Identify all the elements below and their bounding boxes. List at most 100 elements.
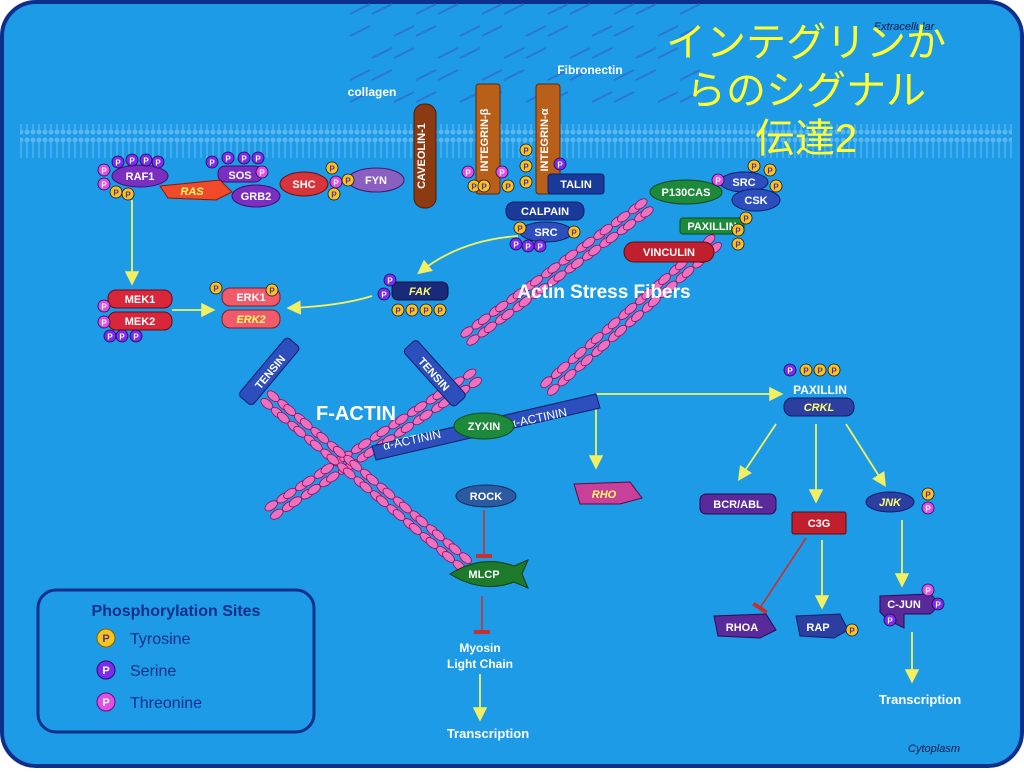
phospho-site-icon [341, 173, 355, 187]
vinculin: VINCULIN [623, 241, 715, 263]
phospho-site-label: P [329, 165, 335, 174]
phospho-site-icon [519, 143, 533, 157]
rhoa: RHOA [713, 613, 777, 639]
ecm-fiber [679, 3, 701, 15]
ecm-fiber [569, 3, 591, 15]
raf1: RAF1 [111, 164, 169, 188]
ecm-fiber [371, 47, 393, 59]
ecm-fiber [415, 91, 437, 103]
phospho-site-icon [921, 583, 935, 597]
svg-text:INTEGRIN-α: INTEGRIN-α [539, 108, 551, 171]
phospho-site-label: P [831, 367, 837, 376]
ecm-fiber [569, 47, 591, 59]
svg-text:Tyrosine: Tyrosine [130, 631, 191, 648]
legend-item-serine: P Serine [96, 660, 176, 680]
phospho-site-icon [931, 597, 945, 611]
svg-text:SRC: SRC [534, 227, 557, 239]
svg-text:BCR/ABL: BCR/ABL [713, 499, 763, 511]
ecm-fiber [459, 25, 481, 37]
phospho-site-label: P [925, 491, 931, 500]
actin-stress-fibers-label: Actin Stress Fibers [517, 282, 690, 303]
phospho-site-icon [97, 315, 111, 329]
phospho-site-icon [495, 165, 509, 179]
phospho-site-label: P [345, 177, 351, 186]
ecm-fiber [459, 47, 481, 59]
phospho-site-label: P [523, 163, 529, 172]
phospho-site-label: P [735, 227, 741, 236]
phospho-site-icon [501, 179, 515, 193]
svg-text:P130CAS: P130CAS [662, 187, 711, 199]
phospho-site-label: P [925, 587, 931, 596]
legend-item-threonine: P Threonine [96, 692, 202, 712]
phospho-site-label: P [255, 155, 261, 164]
ecm-fiber [657, 47, 679, 59]
ecm-fiber [547, 25, 569, 37]
phospho-site-label: P [571, 229, 577, 238]
svg-text:ERK1: ERK1 [236, 292, 265, 304]
ecm-fiber [393, 25, 415, 37]
phospho-site-label: P [751, 163, 757, 172]
c3g: C3G [791, 511, 847, 535]
ecm-fiber [349, 25, 371, 37]
phospho-site-icon [763, 163, 777, 177]
phospho-site-label: P [101, 181, 107, 190]
extracellular-label: Extracellular [874, 21, 936, 33]
phospho-site-label: P [505, 183, 511, 192]
ecm-fiber [415, 25, 437, 37]
cell-membrane [20, 124, 1012, 158]
phospho-site-icon [97, 163, 111, 177]
phospho-site-label: P [817, 367, 823, 376]
phospho-site-icon [129, 329, 143, 343]
ecm-fiber [415, 69, 437, 81]
ecm-fiber [657, 25, 679, 37]
ecm-fiber [371, 3, 393, 15]
svg-text:RAP: RAP [806, 622, 829, 634]
phospho-site-label: P [525, 243, 531, 252]
svg-text:CRKL: CRKL [804, 402, 835, 414]
shc: SHC [279, 171, 329, 197]
phospho-site-icon [97, 177, 111, 191]
phospho-site-label: P [743, 215, 749, 224]
phospho-site-icon [533, 239, 547, 253]
phospho-site-label: P [333, 179, 339, 188]
ecm-fiber [547, 69, 569, 81]
phospho-site-icon [121, 187, 135, 201]
rho: RHO [573, 481, 643, 505]
phospho-site-icon [265, 283, 279, 297]
phospho-site-label: P [787, 367, 793, 376]
svg-text:CALPAIN: CALPAIN [521, 206, 569, 218]
svg-text:MEK1: MEK1 [125, 294, 156, 306]
phospho-site-label: P [767, 167, 773, 176]
ecm-fiber [371, 69, 393, 81]
phospho-site-label: P [557, 161, 563, 170]
phospho-site-label: P [155, 159, 161, 168]
svg-text:CAVEOLIN-1: CAVEOLIN-1 [416, 123, 428, 189]
phospho-site-label: P [887, 617, 893, 626]
phospho-site-icon [151, 155, 165, 169]
f-actin-label: F-ACTIN [316, 403, 396, 425]
phospho-site-label: P [387, 277, 393, 286]
page-title: インテグリンか らのシグナル 伝達2 [666, 21, 946, 161]
phospho-site-label: P [437, 307, 443, 316]
paxillin-right: PAXILLIN [793, 383, 847, 397]
zyxin: ZYXIN [453, 412, 515, 440]
svg-text:PAXILLIN: PAXILLIN [687, 221, 736, 233]
phospho-site-icon [553, 157, 567, 171]
svg-text:PAXILLIN: PAXILLIN [793, 383, 847, 397]
paxillin-top: PAXILLIN [679, 217, 745, 235]
phospho-site-icon [391, 303, 405, 317]
talin: TALIN [547, 173, 605, 195]
svg-text:C3G: C3G [808, 518, 831, 530]
svg-text:RHO: RHO [592, 489, 617, 501]
actin-monomer [459, 552, 472, 564]
phospho-site-label: P [537, 243, 543, 252]
collagen-label: collagen [348, 85, 397, 99]
phospho-site-label: P [499, 169, 505, 178]
ecm-fiber [349, 3, 371, 15]
ecm-fiber [503, 47, 525, 59]
fibronectin-label: Fibronectin [557, 63, 622, 77]
ecm-fiber [481, 3, 503, 15]
actin-monomer [634, 198, 648, 210]
svg-text:GRB2: GRB2 [241, 191, 272, 203]
